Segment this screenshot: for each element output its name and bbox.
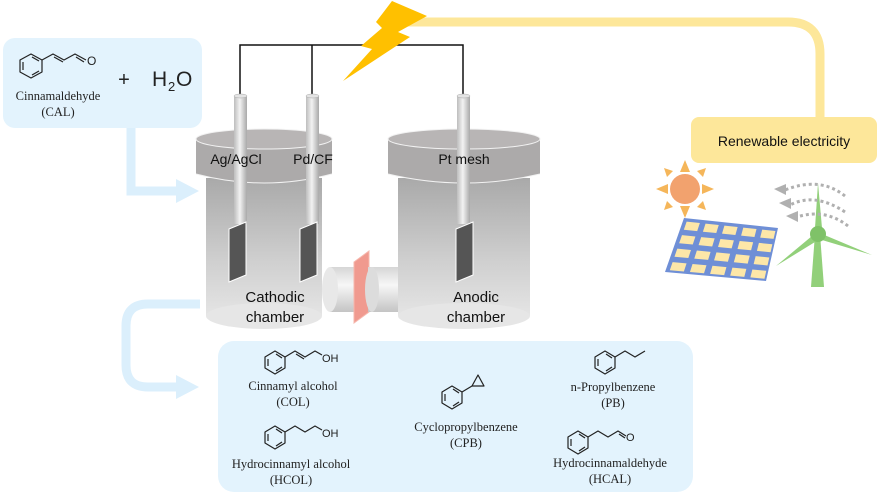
hcol-abbr: (HCOL) <box>270 473 312 487</box>
cpb-abbr: (CPB) <box>450 436 482 450</box>
wiring <box>239 44 464 96</box>
cal-abbr: (CAL) <box>41 105 74 119</box>
cpb-structure <box>441 374 485 410</box>
cathodic-label-line2: chamber <box>246 309 304 326</box>
cathodic-label-line1: Cathodic <box>245 289 305 306</box>
electrode-label-pd-cf: Pd/CF <box>293 151 333 167</box>
solar-cell <box>698 237 715 247</box>
product-hcol: OH Hydrocinnamyl alcohol (HCOL) <box>232 425 351 487</box>
electrode-label-ag-agcl: Ag/AgCl <box>210 151 261 167</box>
solar-cell <box>730 267 747 277</box>
electrode-pd-cf <box>299 93 320 283</box>
flow-arrow-in <box>126 128 199 203</box>
products-panel: OH Cinnamyl alcohol (COL) OH Hydrocinnam… <box>218 341 693 492</box>
solar-cell <box>669 262 687 272</box>
water-formula: H 2 O <box>152 68 192 94</box>
reactant-panel-background <box>3 38 202 128</box>
product-hcal: O Hydrocinnamaldehyde (HCAL) <box>553 430 667 486</box>
hcal-oxygen-label: O <box>626 432 635 444</box>
water-o: O <box>176 68 192 91</box>
solar-cell <box>694 250 711 260</box>
solar-cell <box>702 223 719 234</box>
solar-cell <box>710 265 727 276</box>
hcal-name: Hydrocinnamaldehyde <box>553 456 667 470</box>
solar-cell <box>683 221 700 232</box>
wind-turbine-icon <box>776 183 872 287</box>
solar-cell <box>756 242 773 253</box>
electrode-pt-mesh <box>455 93 474 283</box>
hcal-abbr: (HCAL) <box>589 472 631 486</box>
solar-cell <box>679 235 696 245</box>
hcal-structure: O <box>567 430 635 455</box>
reactant-panel: O Cinnamaldehyde (CAL) + H 2 O <box>3 38 202 128</box>
electrode-label-pt-mesh: Pt mesh <box>438 151 489 167</box>
lightning-bolt-icon <box>343 1 427 81</box>
pb-name: n-Propylbenzene <box>571 380 656 394</box>
renewable-electricity-label: Renewable electricity <box>718 133 850 149</box>
cal-name: Cinnamaldehyde <box>16 89 101 103</box>
water-h: H <box>152 68 167 91</box>
water-subscript: 2 <box>168 79 175 94</box>
electrode-ag-agcl <box>228 93 248 283</box>
product-pb: n-Propylbenzene (PB) <box>571 350 656 410</box>
cathodic-lid <box>196 139 332 183</box>
solar-cell <box>689 263 707 274</box>
col-structure: OH <box>264 350 339 375</box>
plus-sign: + <box>118 69 130 91</box>
wind-arrows-icon <box>784 182 849 228</box>
flow-arrow-out <box>121 299 200 399</box>
anodic-label-line2: chamber <box>447 309 505 326</box>
solar-cell <box>750 269 767 279</box>
solar-cell <box>718 239 734 249</box>
col-oh-label: OH <box>322 353 339 365</box>
product-cpb: Cyclopropylbenzene (CPB) <box>414 374 518 450</box>
hcol-structure: OH <box>264 425 339 450</box>
solar-cell <box>674 248 691 259</box>
products-panel-background <box>218 341 693 492</box>
wind-arrow-heads <box>774 184 798 222</box>
anodic-label-line1: Anodic <box>453 289 499 306</box>
solar-cell <box>737 240 754 251</box>
cinnamaldehyde-structure: O <box>19 53 96 79</box>
sun-icon <box>656 160 714 218</box>
power-line <box>395 17 825 121</box>
solar-panel-icon <box>665 218 778 281</box>
membrane-connector <box>322 250 398 324</box>
renewable-electricity-box: Renewable electricity <box>691 117 877 163</box>
pb-abbr: (PB) <box>601 396 625 410</box>
hcol-oh-label: OH <box>322 428 339 440</box>
cathodic-chamber <box>195 128 333 329</box>
solar-cell <box>714 252 731 262</box>
cpb-name: Cyclopropylbenzene <box>414 420 518 434</box>
col-name: Cinnamyl alcohol <box>248 379 338 393</box>
cal-oxygen-label: O <box>87 54 96 68</box>
solar-cell <box>760 229 776 239</box>
solar-cell <box>753 256 770 266</box>
hcol-name: Hydrocinnamyl alcohol <box>232 457 351 471</box>
solar-cell <box>741 227 757 237</box>
solar-cell <box>733 254 750 264</box>
solar-cell <box>722 225 738 236</box>
pb-structure <box>594 350 646 375</box>
col-abbr: (COL) <box>276 395 309 409</box>
product-col: OH Cinnamyl alcohol (COL) <box>248 350 339 409</box>
